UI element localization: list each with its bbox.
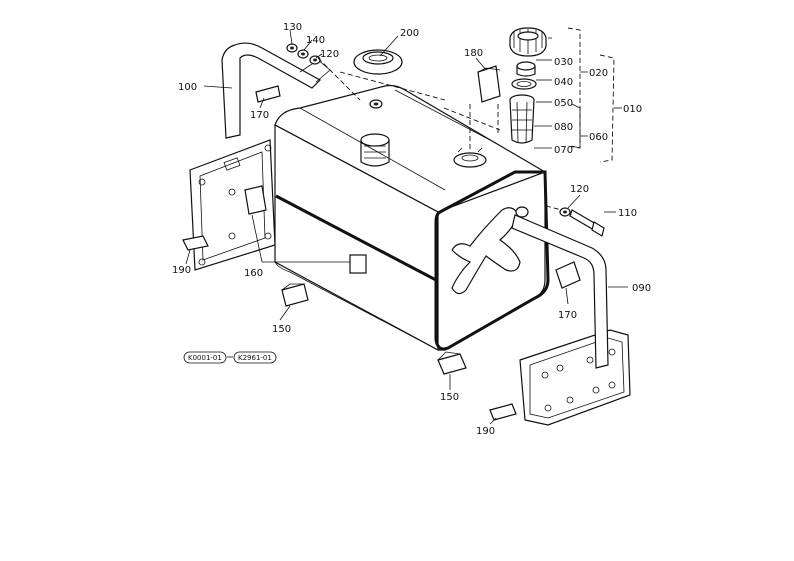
label-070: 070 bbox=[554, 145, 573, 156]
nut-washer-set-top bbox=[286, 43, 321, 65]
label-020: 020 bbox=[589, 68, 608, 79]
serial-to: K2961-01 bbox=[238, 354, 272, 362]
tank-label-plate bbox=[349, 254, 367, 274]
label-010: 010 bbox=[623, 104, 642, 115]
label-100: 100 bbox=[178, 82, 197, 93]
cushion-150-right bbox=[437, 353, 467, 375]
right-bracket bbox=[519, 329, 631, 426]
cushion-170-right bbox=[555, 261, 581, 289]
label-150-left: 150 bbox=[272, 324, 291, 335]
label-060: 060 bbox=[589, 132, 608, 143]
label-040: 040 bbox=[554, 77, 573, 88]
label-170-right: 170 bbox=[558, 310, 577, 321]
label-080: 080 bbox=[554, 122, 573, 133]
cushion-180 bbox=[477, 65, 501, 103]
cushion-160-left bbox=[244, 185, 267, 215]
label-050: 050 bbox=[554, 98, 573, 109]
label-140: 140 bbox=[306, 35, 325, 46]
label-120-right: 120 bbox=[570, 184, 589, 195]
label-200: 200 bbox=[400, 28, 419, 39]
label-190-left: 190 bbox=[172, 265, 191, 276]
fuel-cap-030 bbox=[509, 27, 547, 57]
label-030: 030 bbox=[554, 57, 573, 68]
serial-from: K0001-01 bbox=[188, 354, 222, 362]
pad-190-right bbox=[489, 403, 517, 421]
label-160: 160 bbox=[244, 268, 263, 279]
strap-100 bbox=[221, 42, 331, 139]
strainer-080 bbox=[509, 94, 535, 144]
fuel-tank bbox=[274, 84, 550, 352]
left-bracket bbox=[189, 139, 276, 271]
label-110: 110 bbox=[618, 208, 637, 219]
bolt-110 bbox=[559, 207, 605, 237]
cushion-150-left bbox=[281, 283, 309, 307]
label-120-top: 120 bbox=[320, 49, 339, 60]
nut-right bbox=[515, 206, 529, 218]
serial-range: K0001-01 K2961-01 bbox=[183, 351, 277, 364]
packing-050 bbox=[511, 78, 537, 90]
filler-neck bbox=[360, 133, 390, 167]
filler-collar-200 bbox=[353, 49, 403, 75]
gasket-040 bbox=[516, 61, 536, 77]
label-090: 090 bbox=[632, 283, 651, 294]
cushion-170-left bbox=[255, 85, 281, 103]
label-150-right: 150 bbox=[440, 392, 459, 403]
label-130: 130 bbox=[283, 22, 302, 33]
pad-190-left bbox=[182, 235, 209, 251]
leader-lines bbox=[185, 27, 628, 425]
strap-090 bbox=[511, 214, 609, 369]
label-190-right: 190 bbox=[476, 426, 495, 437]
label-180: 180 bbox=[464, 48, 483, 59]
label-170-left: 170 bbox=[250, 110, 269, 121]
gauge-unit bbox=[453, 147, 487, 168]
